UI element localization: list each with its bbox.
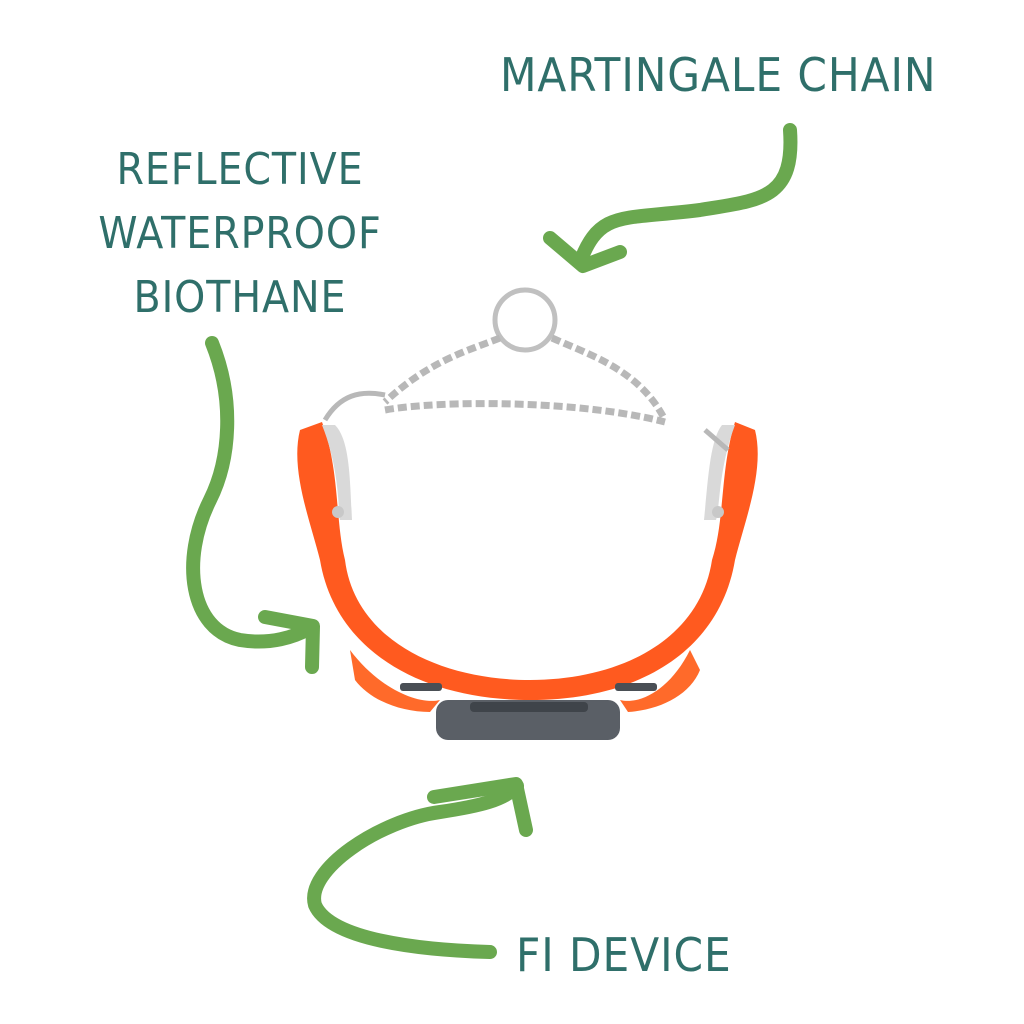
martingale-chain-label: MARTINGALE CHAIN bbox=[500, 48, 937, 102]
collar-band bbox=[297, 422, 758, 712]
arrow-to-device-head-icon bbox=[427, 777, 533, 837]
biothane-label-line-3: BIOTHANE bbox=[133, 272, 347, 323]
martingale-chain bbox=[322, 287, 730, 452]
arrow-to-biothane-icon bbox=[186, 336, 317, 649]
fi-device-label: FI DEVICE bbox=[516, 928, 732, 982]
arrow-to-device-icon bbox=[307, 779, 524, 959]
arrow-to-biothane-head-icon bbox=[258, 610, 320, 674]
arrow-to-chain-icon bbox=[573, 123, 798, 269]
biothane-label-line-1: REFLECTIVE bbox=[116, 144, 364, 195]
arrow-to-chain-head-icon bbox=[543, 231, 627, 273]
biothane-label-line-2: WATERPROOF bbox=[98, 208, 382, 259]
fi-device bbox=[400, 683, 657, 740]
biothane-label: REFLECTIVE WATERPROOF BIOTHANE bbox=[96, 138, 384, 330]
